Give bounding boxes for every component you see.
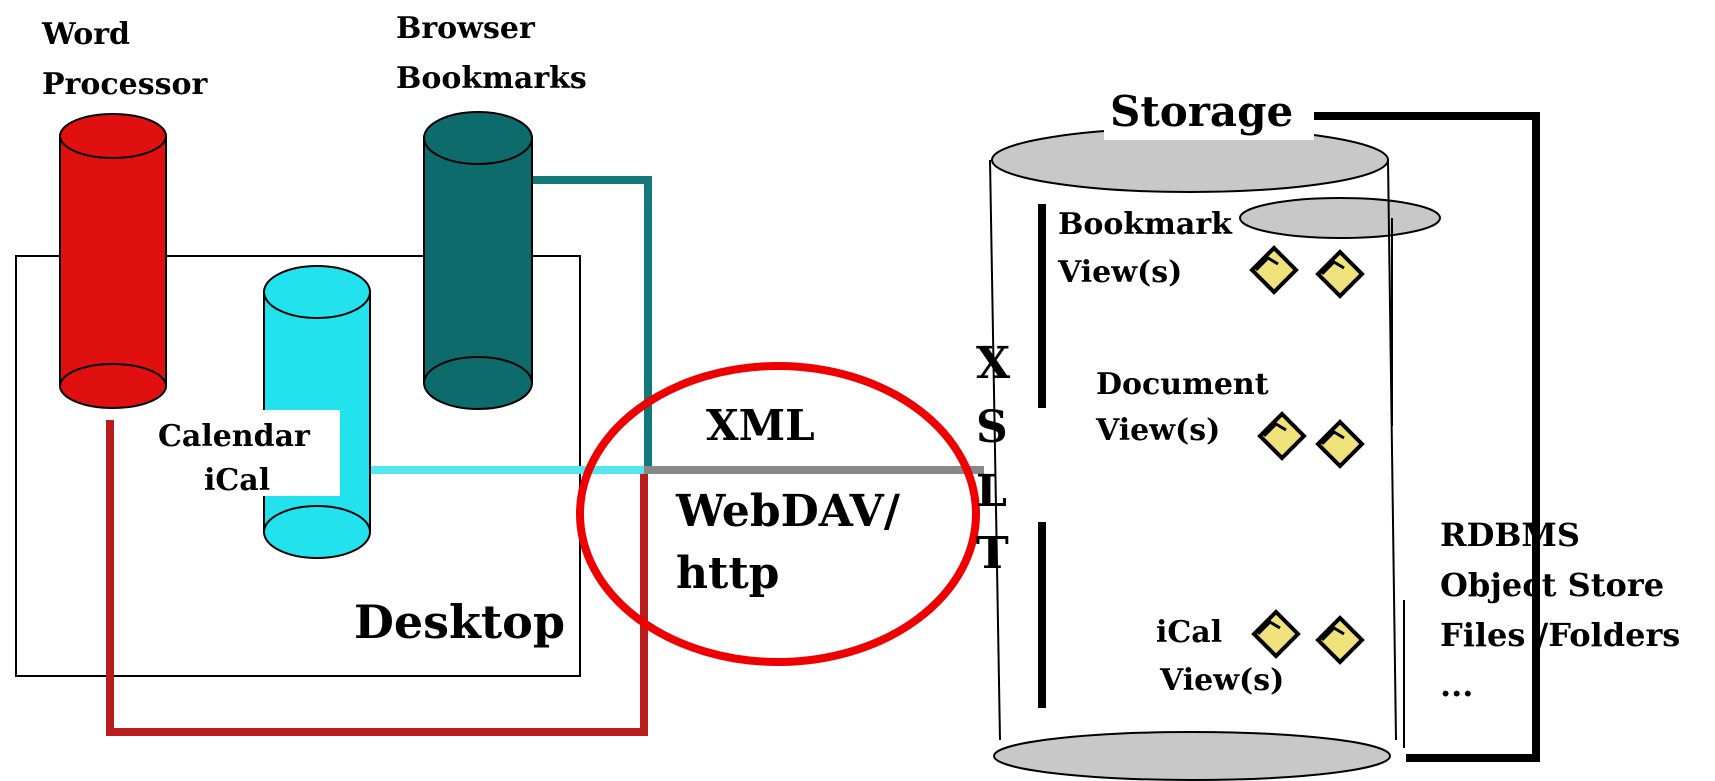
webdav-label-line2: http <box>676 548 779 599</box>
ical-view-label-line2: View(s) <box>1159 663 1284 698</box>
document-view-folder-icon-2 <box>1316 420 1364 468</box>
bookmark-view-label-line2: View(s) <box>1057 255 1182 290</box>
xslt-letter-s: S <box>976 402 1008 453</box>
desktop-label: Desktop <box>354 595 565 649</box>
storage-bracket <box>1310 112 1540 762</box>
browser-bookmarks-link <box>510 176 652 470</box>
storage-cylinder <box>989 127 1441 781</box>
ical-view-label-line1: iCal <box>1156 615 1222 650</box>
xslt-letter-t: T <box>976 528 1009 579</box>
xslt-letter-l: L <box>976 466 1007 517</box>
browser-bookmarks-cylinder <box>423 111 533 410</box>
bookmark-view-folder-icon-2 <box>1316 250 1364 298</box>
document-view-label-line2: View(s) <box>1095 413 1220 448</box>
webdav-label-line1: WebDAV/ <box>675 486 901 537</box>
calendar-label-line1: Calendar <box>158 419 311 454</box>
backend-list-item-files-folders: Files /Folders <box>1440 616 1680 654</box>
calendar-label-line2: iCal <box>204 463 270 498</box>
backend-list-item-rdbms: RDBMS <box>1440 516 1580 554</box>
backend-list-item-object-store: Object Store <box>1440 566 1664 604</box>
bookmark-view-label-line1: Bookmark <box>1058 207 1233 242</box>
word-processor-label-line1: Word <box>41 17 130 52</box>
xml-label: XML <box>706 401 815 450</box>
ical-view-folder-icon-2 <box>1316 616 1364 664</box>
backend-list-item-ellipsis: ... <box>1440 666 1473 704</box>
storage-label: Storage <box>1110 87 1293 136</box>
document-view-label-line1: Document <box>1096 367 1269 402</box>
word-processor-link <box>106 420 648 736</box>
xslt-letter-x: X <box>976 338 1011 389</box>
ical-view-folder-icon-1 <box>1252 610 1300 658</box>
bookmark-view-folder-icon-1 <box>1250 246 1298 294</box>
word-processor-label-line2: Processor <box>42 67 209 102</box>
webdav-highlight-ellipse <box>576 362 980 666</box>
browser-bookmarks-label-line2: Bookmarks <box>396 61 587 96</box>
browser-bookmarks-label-line1: Browser <box>396 11 536 46</box>
word-processor-cylinder <box>59 113 167 409</box>
document-view-folder-icon-1 <box>1258 412 1306 460</box>
